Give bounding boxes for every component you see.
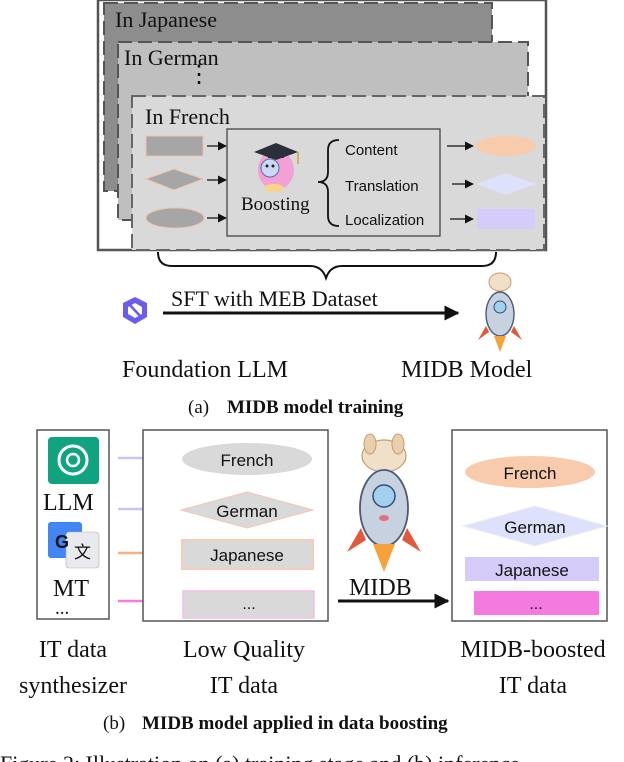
vertical-ellipsis: ⋮ (187, 62, 211, 88)
foundation-llm-label: Foundation LLM (122, 357, 288, 383)
panel-german-label: In German (124, 45, 219, 70)
boosted-french-label: French (504, 464, 557, 483)
low-french-shape (182, 443, 312, 475)
output-rect-shape (477, 209, 535, 229)
training-diagram: In Japanese In German ⋮ In French Boosti… (96, 0, 548, 418)
glyph-wen: 文 (74, 543, 91, 562)
caption-a-title: MIDB model training (227, 397, 404, 418)
low-french-label: French (221, 451, 274, 470)
boosting-label: Boosting (241, 194, 310, 215)
boosted-german-label: German (504, 518, 565, 537)
panel-french-label: In French (145, 104, 230, 129)
col1-label-line1: IT data (39, 637, 108, 663)
output-diamond-shape (476, 173, 536, 195)
input-rect-shape (145, 135, 204, 157)
chatgpt-icon (48, 437, 99, 484)
col2-label-line1: Low Quality (183, 637, 305, 663)
caption-b-prefix: (b) (103, 713, 125, 734)
output-localization-label: Localization (345, 212, 424, 229)
midb-mascot-icon (478, 272, 522, 352)
synth-llm-label: LLM (43, 490, 94, 516)
low-german-label: German (216, 502, 277, 521)
sft-arrow-label: SFT with MEB Dataset (171, 286, 378, 311)
glyph-g: G (55, 532, 69, 552)
midb-arrow-label: MIDB (349, 575, 412, 601)
foundation-llm-icon (123, 297, 147, 324)
graduate-mascot-icon (254, 143, 299, 192)
synth-mt-label: MT (53, 576, 89, 602)
midb-mascot-icon (347, 433, 421, 572)
col1-label-line2: synthesizer (19, 673, 127, 699)
caption-a-prefix: (a) (188, 397, 209, 418)
caption-b-title: MIDB model applied in data boosting (142, 713, 448, 734)
boosted-more-shape (474, 591, 599, 615)
low-japanese-shape (181, 539, 314, 570)
output-ellipse-shape (476, 136, 536, 156)
low-more-label: ... (242, 596, 255, 613)
col3-label-line1: MIDB-boosted (460, 637, 605, 663)
input-diamond-shape (144, 168, 205, 191)
curly-brace (317, 139, 340, 227)
boosted-german-shape (461, 505, 609, 547)
midb-model-label: MIDB Model (401, 357, 533, 383)
dataset-brace (157, 251, 497, 282)
boosted-more-label: ... (529, 596, 542, 613)
low-japanese-label: Japanese (210, 546, 284, 565)
output-content-label: Content (345, 142, 398, 159)
col3-label-line2: IT data (499, 673, 568, 699)
col2-label-line2: IT data (210, 673, 279, 699)
boosted-french-shape (465, 456, 595, 488)
panel-japanese-label: In Japanese (115, 7, 217, 32)
low-more-shape (182, 590, 315, 619)
output-translation-label: Translation (345, 178, 419, 195)
boosted-japanese-shape (465, 557, 599, 581)
boosting-diagram: LLM G 文 MT ... French German Japanese ..… (19, 429, 609, 734)
boosted-japanese-label: Japanese (495, 561, 569, 580)
synth-more-label: ... (55, 598, 69, 619)
low-german-shape (179, 491, 315, 529)
figure-caption: Figure 2: Illustration on (a) training s… (0, 751, 520, 762)
google-translate-icon: G 文 (48, 522, 100, 569)
input-ellipse-shape (145, 207, 205, 229)
